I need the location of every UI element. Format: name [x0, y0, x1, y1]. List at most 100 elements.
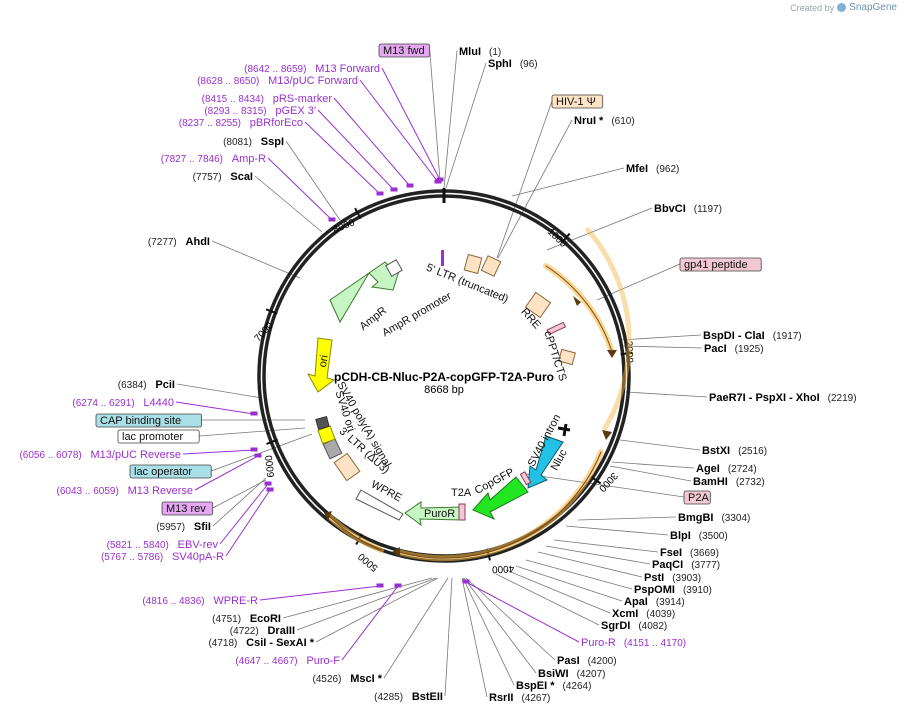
- enzyme-bmgbi: BmgBI(3304): [678, 512, 750, 524]
- nluc-arrow: [527, 435, 564, 489]
- box-label-p2a: P2A: [688, 492, 709, 504]
- leader-sphi: [445, 62, 487, 189]
- orf-arc-3: [327, 514, 384, 553]
- site-labels: MluI(1)SphI(96)NruI *(610)MfeI(962)BbvCI…: [19, 46, 856, 704]
- leader-sfii: [212, 477, 267, 527]
- gp41-glyph: [546, 321, 567, 336]
- enzyme-nrui: NruI *(610): [574, 115, 635, 127]
- box-label-lac-promoter: lac promoter: [122, 431, 183, 443]
- enzyme-msci: (4526) MscI *: [313, 673, 383, 685]
- orf-arc-1-line: [545, 265, 613, 353]
- enzyme-pasi: PasI(4200): [557, 655, 617, 667]
- primer-site-amp-r: [328, 217, 336, 222]
- enzyme-sspi: (8081) SspI: [223, 136, 284, 148]
- enzyme-rsrii: RsrII(4267): [489, 692, 550, 704]
- enzyme-pspomi: PspOMI(3910): [634, 584, 712, 596]
- primer-site-l4440: [250, 411, 258, 416]
- leader-bsiwi: [463, 577, 537, 674]
- enzyme-bsteii: (4285) BstEII: [374, 691, 443, 703]
- primer-pbrforeco: (8237 .. 8255) pBRforEco: [179, 117, 303, 129]
- box-m13-rev: [161, 501, 214, 516]
- leader-primer-ebv-rev: [219, 483, 269, 545]
- leader-hiv-1: [496, 100, 553, 259]
- box-label-lac-operator: lac operator: [134, 466, 192, 478]
- box-cap-binding-site: [95, 413, 202, 428]
- enzyme-apai: ApaI(3914): [624, 596, 685, 608]
- box-gp41-peptide: [679, 257, 762, 272]
- leader-primer-wpre-r: [259, 585, 381, 601]
- tick-mark: [265, 308, 278, 315]
- leader-pspomi: [525, 559, 633, 590]
- primer-site-prs-marker: [406, 183, 414, 188]
- ori-arrow: [306, 337, 336, 393]
- plasmid-size: 8668 bp: [424, 384, 464, 396]
- orf-arc-4: [585, 227, 632, 431]
- orf-arrowheads: [324, 296, 617, 557]
- enzyme-bspei: BspEI *(4264): [516, 680, 591, 692]
- box-lac-operator: [129, 464, 212, 479]
- leader-pcii: [176, 383, 263, 399]
- primer-m13-reverse: (6043 .. 6059) M13 Reverse: [57, 485, 193, 497]
- orf-arc-3-line: [329, 516, 382, 551]
- leader-bspdi-clai: [619, 334, 702, 341]
- leader-psti: [537, 551, 643, 578]
- leader-ahdi: [211, 240, 301, 279]
- f1-glyph: [315, 416, 330, 430]
- primer-site-sv40pa-r: [266, 487, 274, 492]
- primer-sv40pa-r: (5767 .. 5786) SV40pA-R: [101, 551, 224, 563]
- tick-mark: [354, 207, 362, 220]
- leader-blpi: [565, 525, 669, 536]
- enzyme-ecori: (4751) EcoRI: [212, 613, 281, 625]
- hiv-psi-glyph-1: [463, 253, 483, 275]
- enzyme-sfii: (5957) SfiI: [156, 521, 211, 533]
- tick-label-2000: 2000: [623, 341, 635, 364]
- leader-p2a: [525, 473, 685, 498]
- leader-scai: [254, 175, 323, 233]
- leader-nrui: [497, 119, 573, 259]
- orf-arrowhead-5: [324, 511, 332, 521]
- ampr-promoter-glyph: [385, 259, 403, 277]
- leader-msci: [383, 577, 449, 679]
- leader-pasi: [465, 577, 556, 661]
- enzyme-sphi: SphI(96): [488, 58, 538, 70]
- primer-pgex-3: (8293 .. 8315) pGEX 3': [204, 105, 316, 117]
- box-lac-promoter: [117, 429, 200, 444]
- enzyme-mlui: MluI(1): [459, 46, 501, 58]
- t2a-glyph: [458, 503, 466, 521]
- orf-arrowhead-3: [602, 430, 612, 440]
- leader-paqci: [545, 545, 651, 565]
- leader-bmgbi: [577, 516, 677, 521]
- snapgene-logo-icon: [837, 3, 847, 12]
- enzyme-paqci: PaqCI(3777): [652, 559, 720, 571]
- leader-xcmi: [505, 569, 611, 614]
- box-label-m13-rev: M13 rev: [166, 503, 206, 515]
- enzyme-sgrdi: SgrDI(4082): [601, 620, 667, 632]
- hiv-psi-glyph-2: [480, 255, 502, 277]
- primer-site-wpre-r: [376, 583, 384, 588]
- enzyme-blpi: BlpI(3500): [670, 530, 728, 542]
- primer-puro-f: (4647 .. 4667) Puro-F: [235, 655, 340, 667]
- leader-lac-promoter: [199, 427, 306, 437]
- leader-mfei: [511, 167, 625, 197]
- enzyme-bspdi-clai: BspDI - ClaI(1917): [703, 330, 802, 342]
- orf-arc-2-line: [397, 451, 602, 559]
- leader-primer-puro-r: [465, 581, 580, 643]
- tick-mark: [620, 351, 633, 356]
- tick-mark: [561, 232, 571, 244]
- primer-amp-r: (7827 .. 7846) Amp-R: [161, 153, 266, 165]
- tick-label-6000: 6000: [264, 454, 277, 478]
- 3ltr-glyph: [333, 452, 361, 482]
- primer-prs-marker: (8415 .. 8434) pRS-marker: [202, 93, 333, 105]
- box-label-hiv-1: HIV-1 Ψ: [556, 96, 596, 108]
- leader-paci: [621, 345, 703, 349]
- orf-arrowhead-2: [573, 296, 581, 306]
- primer-ebv-rev: (5821 .. 5840) EBV-rev: [107, 539, 219, 551]
- primer-site-pbrforeco: [376, 191, 384, 196]
- enzyme-bbvci: BbvCI(1197): [654, 203, 722, 215]
- box-m13-fwd: [378, 43, 431, 58]
- cppt-glyph: [558, 348, 576, 366]
- box-label-gp41-peptide: gp41 peptide: [684, 259, 748, 271]
- snapgene-brand-text: SnapGene: [849, 2, 897, 13]
- leader-paer7i-pspxi-xhoi: [625, 391, 708, 398]
- enzyme-paer7i-pspxi-xhoi: PaeR7I - PspXI - XhoI(2219): [709, 392, 857, 404]
